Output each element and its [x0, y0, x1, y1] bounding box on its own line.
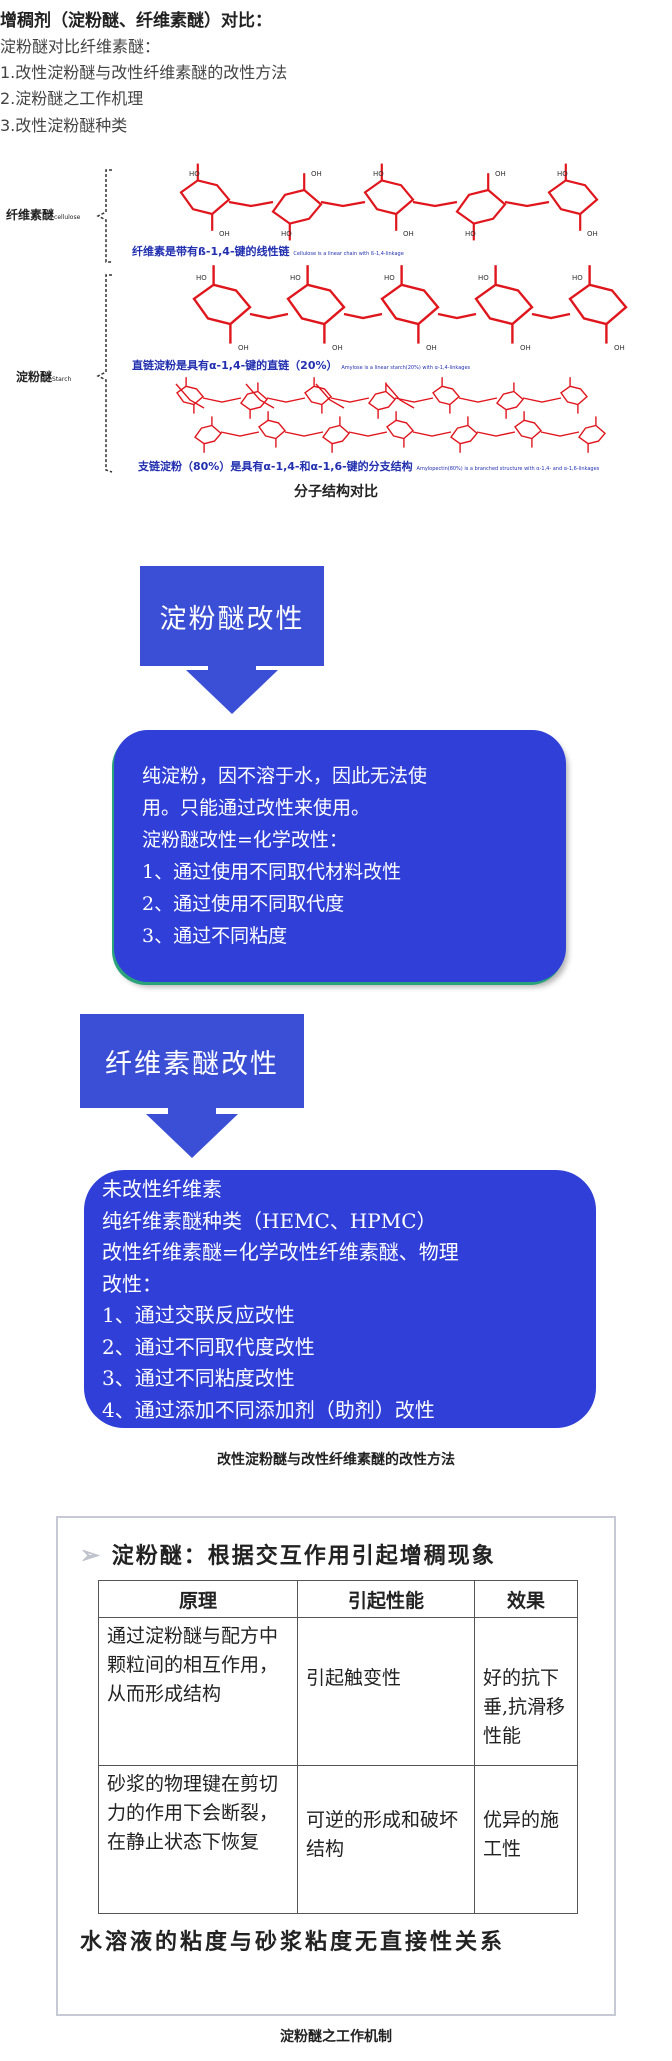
cellulose-line-5: 1、通过交联反应改性: [102, 1303, 295, 1327]
cellulose-line-3: 改性纤维素醚=化学改性纤维素醚、物理: [102, 1240, 459, 1264]
mechanism-caption: 淀粉醚之工作机制: [280, 2029, 392, 2045]
table-row: 砂浆的物理键在剪切力的作用下会断裂，在静止状态下恢复 可逆的形成和破坏结构 优异…: [98, 1765, 578, 1914]
table-header-row: 原理 引起性能 效果: [98, 1580, 578, 1618]
table-cell: 引起触变性: [297, 1617, 475, 1766]
amylopectin-note: 支链淀粉（80%）是具有α-1,4-和α-1,6-键的分支结构 Amylopec…: [138, 460, 600, 473]
svg-text:HO: HO: [373, 170, 384, 178]
amylopectin-chain: [175, 377, 606, 453]
svg-text:OH: OH: [587, 230, 598, 238]
cellulose-note: 纤维素是带有ß-1,4-键的线性链 Cellulose is a linear …: [132, 245, 404, 258]
starch-modification-box: 纯淀粉，因不溶于水，因此无法使 用。只能通过改性来使用。 淀粉醚改性=化学改性：…: [114, 730, 566, 982]
svg-text:HO: HO: [465, 230, 476, 238]
starch-line-6: 3、通过不同粘度: [142, 925, 288, 947]
svg-text:HO: HO: [478, 274, 489, 282]
svg-text:HO: HO: [196, 274, 207, 282]
mechanism-frame: ➢ 淀粉醚：根据交互作用引起增稠现象 原理 引起性能 效果 通过淀粉醚与配方中颗…: [56, 1516, 616, 2016]
svg-text:HO: HO: [290, 274, 301, 282]
svg-text:OH: OH: [219, 230, 230, 238]
header-effect: 效果: [474, 1580, 578, 1618]
table-cell: 优异的施工性: [474, 1765, 578, 1914]
starch-line-3: 淀粉醚改性=化学改性：: [142, 829, 348, 851]
starch-line-2: 用。只能通过改性来使用。: [142, 797, 371, 819]
table-cell: 好的抗下垂,抗滑移性能: [474, 1617, 578, 1766]
molecule-diagram: HO OH HO OH HO OH HO OH HO OH HO OH HO OH HO OH HO OH HO OH: [96, 163, 628, 473]
intro-line-1: 淀粉醚对比纤维素醚：: [0, 37, 161, 56]
svg-text:OH: OH: [495, 170, 506, 178]
down-arrow-icon: [186, 670, 278, 714]
header-principle: 原理: [98, 1580, 298, 1618]
down-arrow-icon-2: [146, 1114, 238, 1158]
svg-text:OH: OH: [238, 344, 249, 352]
starch-label: 淀粉醚Starch: [16, 370, 72, 384]
svg-text:OH: OH: [426, 344, 437, 352]
mechanism-note: 水溶液的粘度与砂浆粘度无直接性关系: [80, 1929, 506, 1955]
cellulose-line-8: 4、通过添加不同添加剂（助剂）改性: [102, 1397, 435, 1422]
cellulose-label: 纤维素醚cellulose: [6, 208, 81, 222]
starch-line-5: 2、通过使用不同取代度: [142, 893, 345, 915]
mechanism-table: 原理 引起性能 效果 通过淀粉醚与配方中颗粒间的相互作用，从而形成结构 引起触变…: [98, 1580, 578, 1914]
molecule-figure: 纤维素醚cellulose 淀粉醚Starch HO OH HO OH HO OH HO OH…: [0, 160, 672, 480]
svg-text:OH: OH: [614, 344, 625, 352]
cellulose-line-2: 纯纤维素醚种类（HEMC、HPMC）: [102, 1208, 437, 1233]
arrow-stem: [208, 664, 256, 672]
page-heading: 增稠剂（淀粉醚、纤维素醚）对比：: [0, 11, 272, 31]
svg-text:OH: OH: [520, 344, 531, 352]
svg-text:OH: OH: [403, 230, 414, 238]
mechanism-title: ➢ 淀粉醚：根据交互作用引起增稠现象: [80, 1540, 496, 1569]
cellulose-line-6: 2、通过不同取代度改性: [102, 1334, 315, 1359]
cellulose-chain: [179, 163, 599, 241]
cellulose-modification-title: 纤维素醚改性: [80, 1014, 304, 1108]
table-row: 通过淀粉醚与配方中颗粒间的相互作用，从而形成结构 引起触变性 好的抗下垂,抗滑移…: [98, 1617, 578, 1766]
header-performance: 引起性能: [297, 1580, 475, 1618]
arrow-stem-2: [168, 1106, 216, 1116]
svg-text:OH: OH: [332, 344, 343, 352]
starch-line-1: 纯淀粉，因不溶于水，因此无法使: [142, 765, 428, 787]
table-cell: 砂浆的物理键在剪切力的作用下会断裂，在静止状态下恢复: [98, 1765, 298, 1914]
molecule-caption: 分子结构对比: [294, 484, 378, 500]
svg-text:HO: HO: [281, 230, 292, 238]
cellulose-modification-box: 未改性纤维素 纯纤维素醚种类（HEMC、HPMC） 改性纤维素醚=化学改性纤维素…: [84, 1170, 596, 1428]
amylose-note: 直链淀粉是具有α-1,4-键的直链（20%） Amylose is a line…: [132, 359, 471, 372]
starch-modification-title: 淀粉醚改性: [140, 566, 324, 666]
starch-line-4: 1、通过使用不同取代材料改性: [142, 861, 402, 883]
cellulose-line-4: 改性：: [102, 1271, 162, 1296]
svg-text:HO: HO: [557, 170, 568, 178]
table-cell: 通过淀粉醚与配方中颗粒间的相互作用，从而形成结构: [98, 1617, 298, 1766]
svg-text:HO: HO: [572, 274, 583, 282]
modification-caption: 改性淀粉醚与改性纤维素醚的改性方法: [217, 1452, 455, 1468]
svg-text:HO: HO: [384, 274, 395, 282]
bullet-arrow-icon: ➢: [80, 1540, 103, 1569]
intro-line-4: 3.改性淀粉醚种类: [0, 116, 128, 135]
cellulose-line-7: 3、通过不同粘度改性: [102, 1366, 295, 1390]
cellulose-line-1: 未改性纤维素: [102, 1177, 222, 1201]
amylose-chain: [192, 265, 628, 344]
svg-text:OH: OH: [311, 170, 322, 178]
intro-line-3: 2.淀粉醚之工作机理: [0, 89, 144, 108]
intro-line-2: 1.改性淀粉醚与改性纤维素醚的改性方法: [0, 63, 288, 82]
table-cell: 可逆的形成和破坏结构: [297, 1765, 475, 1914]
svg-text:HO: HO: [189, 170, 200, 178]
